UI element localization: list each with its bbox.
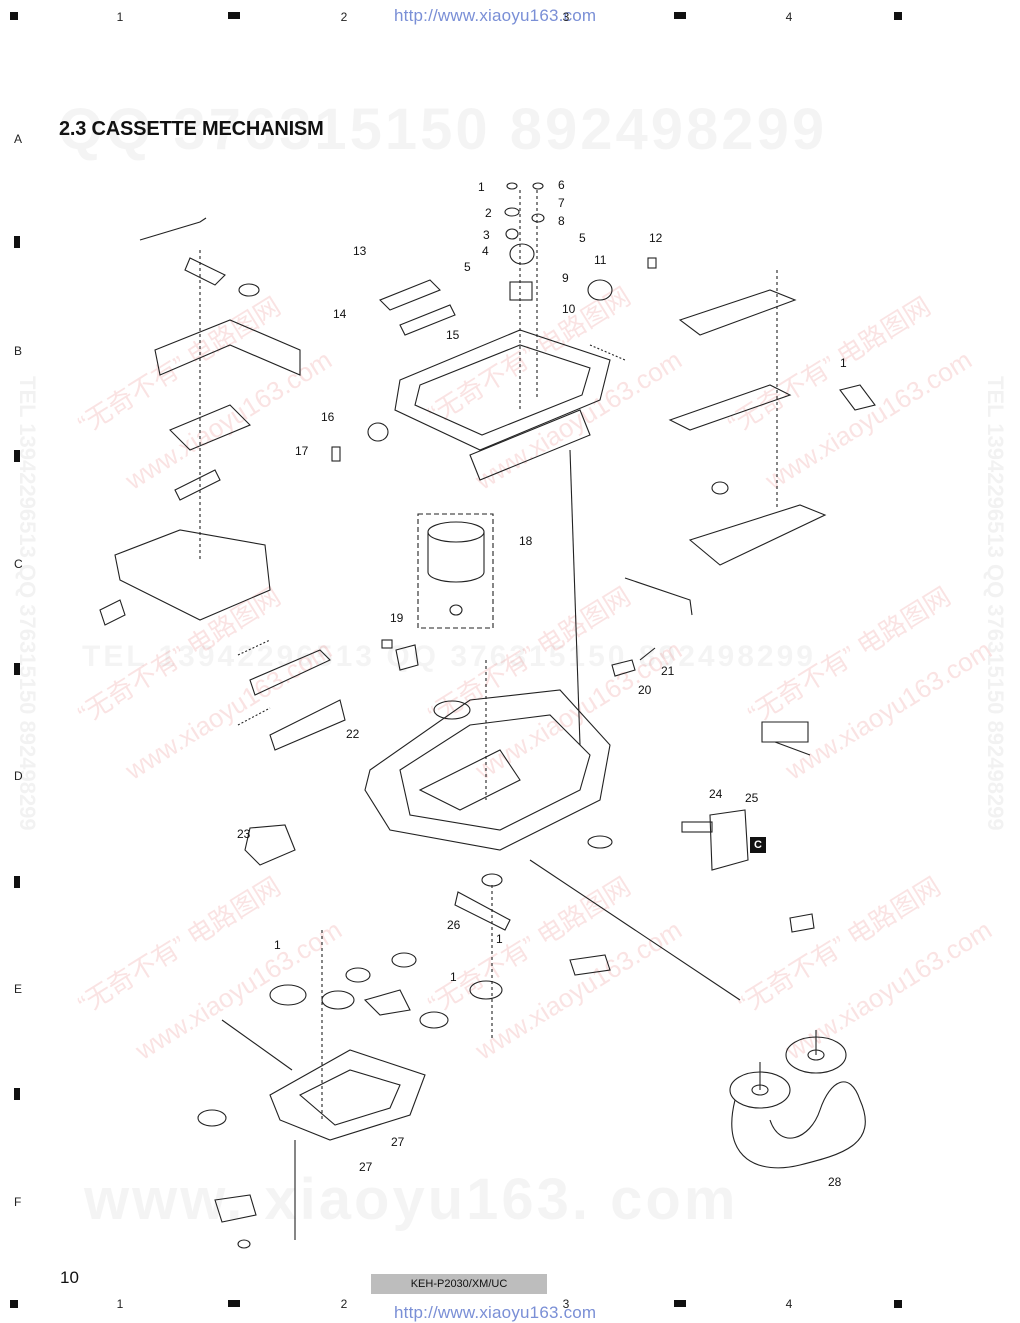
footer-url[interactable]: http://www.xiaoyu163.com (394, 1303, 597, 1322)
callout-27: 27 (391, 1135, 405, 1149)
callout-1: 1 (450, 970, 457, 984)
callout-1: 1 (496, 932, 503, 946)
ruler-marker (14, 450, 20, 462)
belt-26 (454, 891, 511, 931)
ruler-marker (14, 876, 20, 888)
gear (269, 984, 307, 1006)
callout-9: 9 (562, 271, 569, 285)
right-slider-1 (678, 289, 797, 336)
callout-21: 21 (661, 664, 675, 678)
part-16 (367, 422, 389, 442)
column-number: 3 (562, 1297, 570, 1311)
motor-outline (417, 513, 494, 629)
corner-marker (10, 1300, 18, 1308)
left-plate-2 (169, 404, 251, 451)
column-number: 4 (785, 10, 793, 24)
lower-chassis (269, 1049, 426, 1141)
ruler-marker (228, 12, 240, 19)
callout-27: 27 (359, 1160, 373, 1174)
part-14 (379, 279, 441, 311)
callout-20: 20 (638, 683, 652, 697)
header-url[interactable]: http://www.xiaoyu163.com (394, 6, 597, 25)
callout-1: 1 (274, 938, 281, 952)
watermark-tel: TEL 13942296513 QQ 376315150 892498299 (82, 640, 816, 674)
left-plate-3 (114, 529, 271, 621)
watermark-qq: QQ 376315150 892498299 (58, 96, 827, 163)
callout-14: 14 (333, 307, 347, 321)
main-chassis-inner (399, 714, 591, 831)
ruler-marker (674, 12, 686, 19)
callout-12: 12 (649, 231, 663, 245)
row-letter: F (14, 1195, 22, 1209)
top-frame (394, 329, 611, 451)
part-15 (399, 304, 456, 336)
callout-5: 5 (464, 260, 471, 274)
callout-17: 17 (295, 444, 309, 458)
callout-3: 3 (483, 228, 490, 242)
row-letter: C (14, 557, 23, 571)
left-slider-1 (249, 649, 331, 696)
callout-16: 16 (321, 410, 335, 424)
ruler-marker (14, 1088, 20, 1100)
callout-19: 19 (390, 611, 404, 625)
corner-marker (10, 12, 18, 20)
callout-6: 6 (558, 178, 565, 192)
page-number: 10 (60, 1268, 79, 1287)
row-letter: D (14, 769, 23, 783)
ruler-marker (14, 663, 20, 675)
part-25 (709, 809, 749, 871)
right-slider-2 (668, 384, 792, 431)
part-11 (587, 279, 613, 301)
callout-22: 22 (346, 727, 360, 741)
column-number: 4 (785, 1297, 793, 1311)
callout-1: 1 (478, 180, 485, 194)
section-title: 2.3 CASSETTE MECHANISM (59, 118, 324, 140)
corner-marker (894, 1300, 902, 1308)
left-plate-1 (154, 319, 301, 376)
callout-15: 15 (446, 328, 460, 342)
column-number: 1 (116, 1297, 124, 1311)
callout-28: 28 (828, 1175, 842, 1189)
model-label: KEH-P2030/XM/UC (371, 1274, 547, 1294)
connector-c-badge: C (750, 837, 766, 853)
callout-10: 10 (562, 302, 576, 316)
callout-7: 7 (558, 196, 565, 210)
callout-4: 4 (482, 244, 489, 258)
column-number: 1 (116, 10, 124, 24)
right-lever (688, 504, 827, 566)
ruler-marker (228, 1300, 240, 1307)
row-letter: B (14, 344, 23, 358)
callout-11: 11 (594, 253, 607, 267)
left-slider-2 (269, 699, 346, 751)
main-chassis (364, 689, 611, 851)
column-number: 2 (340, 10, 348, 24)
callout-2: 2 (485, 206, 492, 220)
callout-13: 13 (353, 244, 367, 258)
ruler-marker (14, 236, 20, 248)
row-letter: A (14, 132, 23, 146)
callout-24: 24 (709, 787, 723, 801)
part-24 (681, 821, 713, 833)
part-23 (244, 824, 296, 866)
corner-marker (894, 12, 902, 20)
belt-28 (731, 1081, 866, 1169)
callout-8: 8 (558, 214, 565, 228)
callout-1: 1 (840, 356, 847, 370)
callout-5: 5 (579, 231, 586, 245)
column-number: 3 (562, 10, 570, 24)
row-letter: E (14, 982, 23, 996)
ruler-marker (674, 1300, 686, 1307)
column-number: 2 (340, 1297, 348, 1311)
callout-23: 23 (237, 827, 251, 841)
top-frame-inner (414, 344, 591, 436)
callout-18: 18 (519, 534, 533, 548)
slider-plate (469, 409, 591, 481)
watermark-url: www. xiaoyu163. com (84, 1166, 738, 1233)
callout-25: 25 (745, 791, 759, 805)
callout-26: 26 (447, 918, 461, 932)
